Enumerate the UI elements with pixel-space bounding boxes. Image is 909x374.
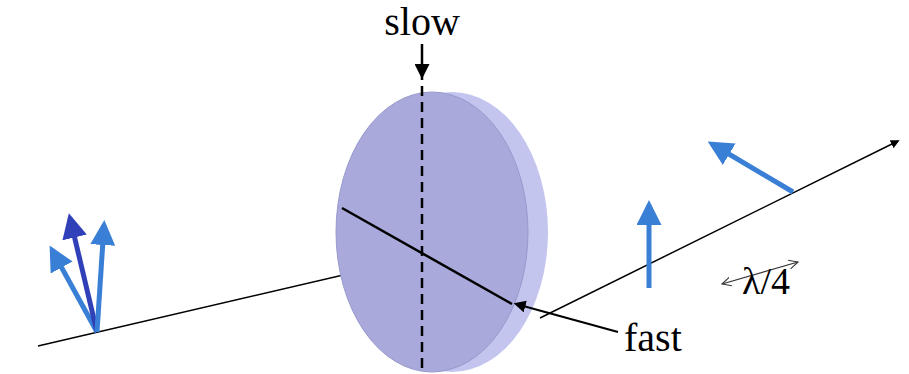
beam-axis — [540, 141, 898, 318]
axis-label: slow — [384, 2, 460, 42]
slow-axis — [421, 70, 424, 374]
polarization-arrow — [70, 218, 97, 332]
leader-arrow — [421, 44, 424, 76]
polarization-arrow — [52, 250, 97, 332]
plate-face — [336, 92, 528, 372]
polarization-arrow — [712, 144, 793, 192]
wavelength-label: λ/4 — [742, 262, 790, 300]
polarization-arrow — [647, 205, 652, 288]
axis-label: fast — [624, 318, 682, 358]
fast-axis — [342, 208, 512, 304]
polarization-arrow — [97, 225, 104, 332]
leader-arrow — [516, 304, 618, 332]
